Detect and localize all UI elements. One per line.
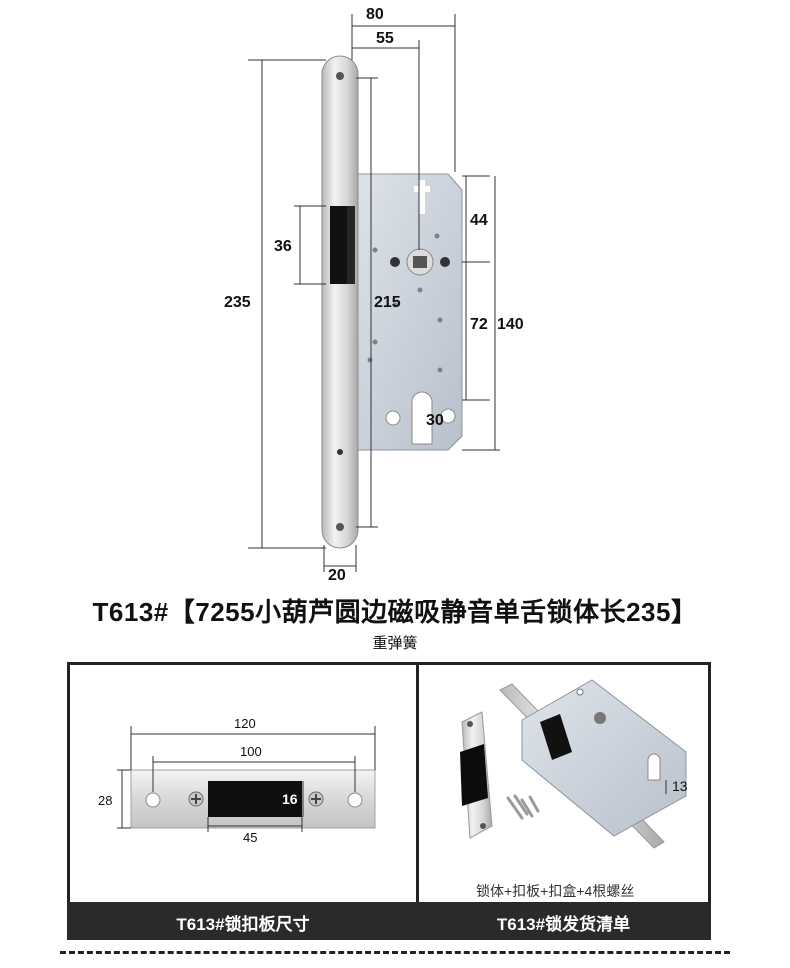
dim-case-height: 140 — [497, 316, 524, 333]
package-dim-label: 13 — [672, 778, 688, 794]
strike-dim-holes: 100 — [240, 744, 262, 759]
package-contents-text: 锁体+扣板+扣盒+4根螺丝 — [476, 883, 635, 899]
lock-faceplate — [321, 55, 359, 549]
dim-faceplate-width: 20 — [328, 567, 346, 584]
dim-width-total: 80 — [366, 6, 384, 23]
lock-case — [349, 173, 463, 451]
dim-cylinder: 30 — [426, 412, 444, 429]
strike-panel-caption: T613#锁扣板尺寸 — [176, 915, 310, 934]
dim-handle-to-cylinder: 72 — [470, 316, 488, 333]
dim-latch: 36 — [274, 238, 292, 255]
package-contents-photo — [460, 679, 687, 849]
strike-plate — [130, 769, 376, 829]
strike-dim-opening: 45 — [243, 830, 258, 845]
dimension-lines — [248, 14, 500, 572]
product-title: T613#【7255小葫芦圆边磁吸静音单舌锁体长235】 — [92, 597, 698, 627]
package-panel-caption: T613#锁发货清单 — [496, 915, 631, 934]
dim-length: 235 — [224, 294, 251, 311]
dim-faceplate-inner: 215 — [374, 294, 401, 311]
section-divider — [60, 951, 730, 954]
strike-dim-total: 120 — [234, 716, 256, 731]
dim-top-to-handle: 44 — [470, 212, 488, 229]
dim-backset: 55 — [376, 30, 394, 47]
panel-footer — [67, 902, 711, 940]
strike-dim-depth: 16 — [282, 791, 298, 807]
product-subtitle: 重弹簧 — [372, 635, 418, 652]
strike-dimension-lines — [117, 726, 376, 832]
panel-divider — [416, 662, 419, 902]
strike-dim-height: 28 — [98, 793, 113, 808]
